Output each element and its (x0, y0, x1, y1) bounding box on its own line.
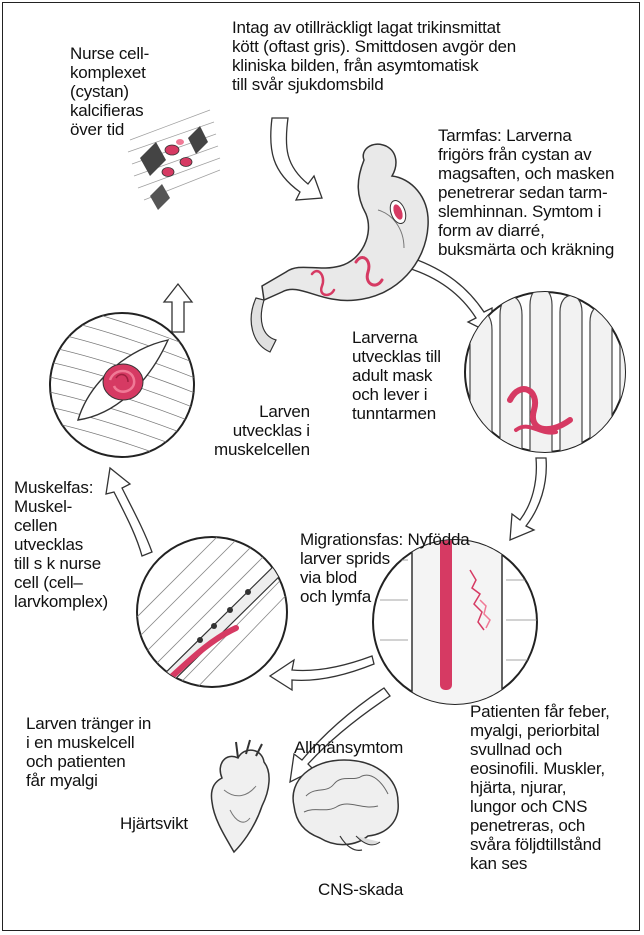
label-muscle-phase: Muskelfas: Muskel- cellen utvecklas till… (14, 478, 108, 611)
heart-illustration (211, 740, 269, 852)
arrow-intake-to-stomach (271, 118, 322, 200)
arrow-intestine-to-migration (510, 458, 546, 540)
label-general-symptoms: Allmänsymtom (294, 738, 403, 757)
label-patient-symptoms: Patienten får feber, myalgi, periorbital… (470, 702, 610, 873)
arrow-migration-to-muscle (270, 656, 374, 690)
label-larva-penetrates: Larven tränger in i en muskelcell och pa… (26, 714, 151, 790)
label-heart-failure: Hjärtsvikt (120, 814, 188, 833)
stomach-illustration (251, 144, 428, 352)
brain-illustration (293, 760, 398, 850)
label-migration-phase: Migrationsfas: Nyfödda larver sprids via… (300, 530, 469, 606)
intestine-villi-circle (465, 288, 640, 460)
label-calcified-cyst: Nurse cell- komplexet (cystan) kalcifier… (70, 44, 149, 139)
label-adult-worm: Larverna utvecklas till adult mask och l… (352, 328, 441, 423)
arrow-muscle-to-nurse-cell (106, 468, 152, 556)
label-intestinal-phase: Tarmfas: Larverna frigörs från cystan av… (438, 126, 614, 259)
label-cns-damage: CNS-skada (318, 880, 403, 899)
arrow-stomach-to-intestine (408, 258, 492, 334)
label-intake: Intag av otillräckligt lagat trikinsmitt… (232, 18, 516, 94)
arrow-nurse-cell-to-calcified (164, 284, 192, 332)
label-larva-develops: Larven utvecklas i muskelcellen (214, 402, 310, 459)
